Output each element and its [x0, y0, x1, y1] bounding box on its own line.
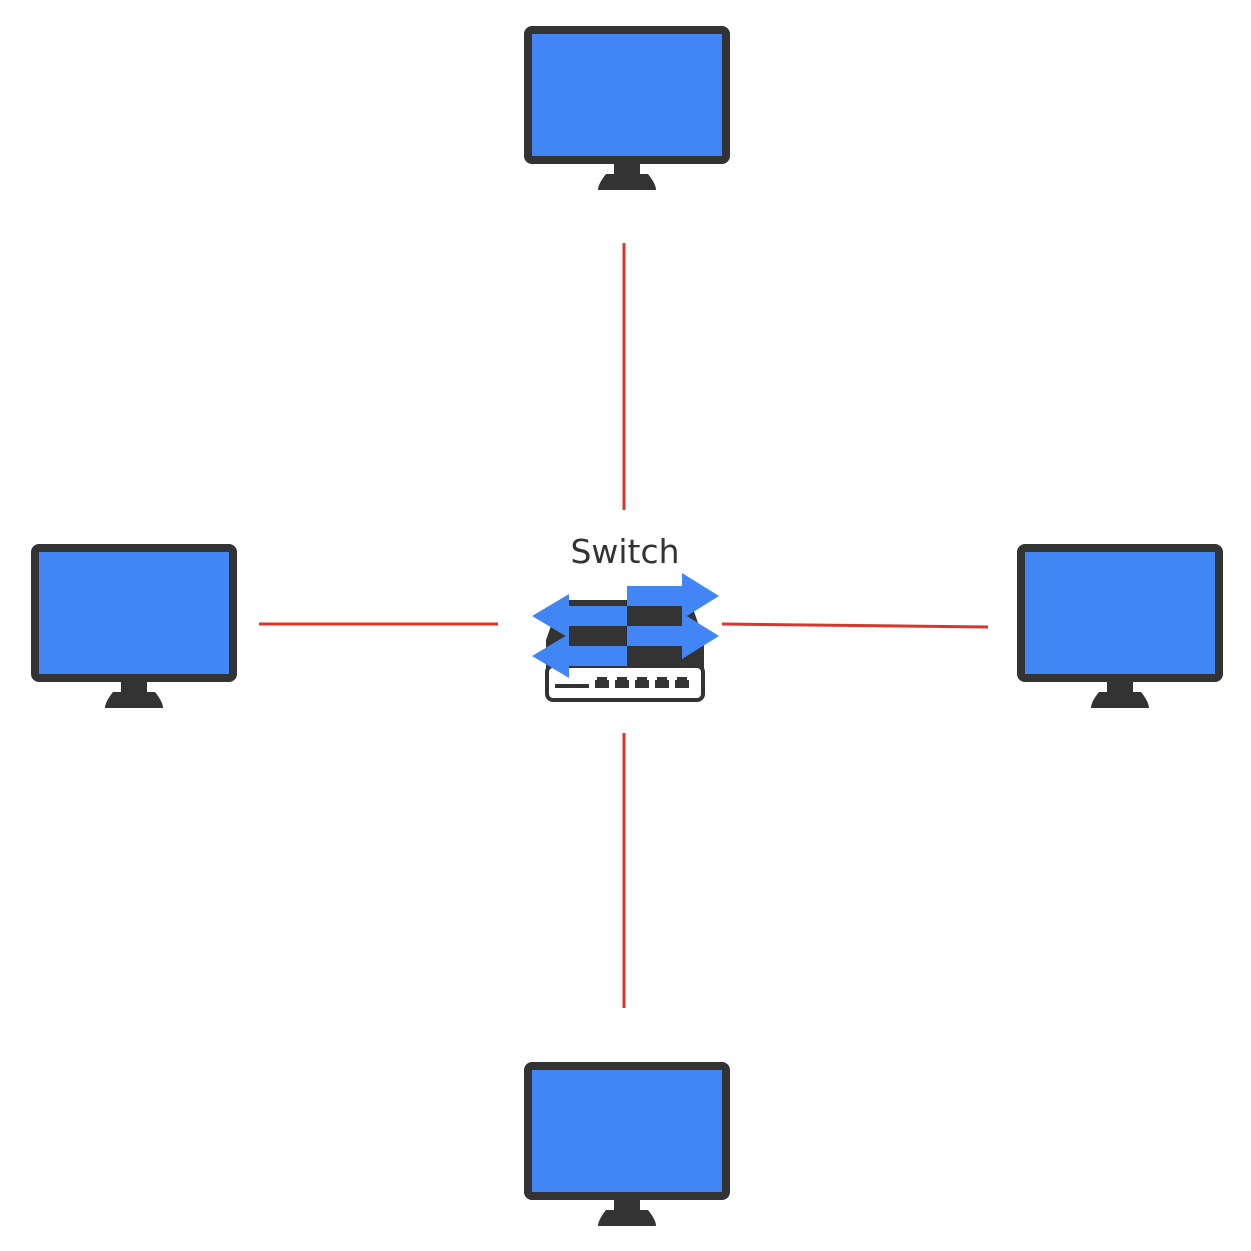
monitor-icon — [1021, 548, 1219, 708]
monitor-icon — [528, 1066, 726, 1226]
arrow-right-icon — [627, 573, 719, 619]
computer-left[interactable] — [35, 548, 233, 708]
computer-right[interactable] — [1021, 548, 1219, 708]
arrow-right-icon — [627, 613, 719, 659]
computer-top[interactable] — [528, 30, 726, 190]
switch-label: Switch — [570, 532, 680, 571]
arrow-left-icon — [532, 634, 627, 678]
monitor-icon — [528, 30, 726, 190]
computer-bottom[interactable] — [528, 1066, 726, 1226]
arrow-left-icon — [532, 594, 627, 638]
monitor-icon — [35, 548, 233, 708]
link-right — [721, 622, 989, 629]
network-switch-icon[interactable] — [532, 573, 719, 702]
